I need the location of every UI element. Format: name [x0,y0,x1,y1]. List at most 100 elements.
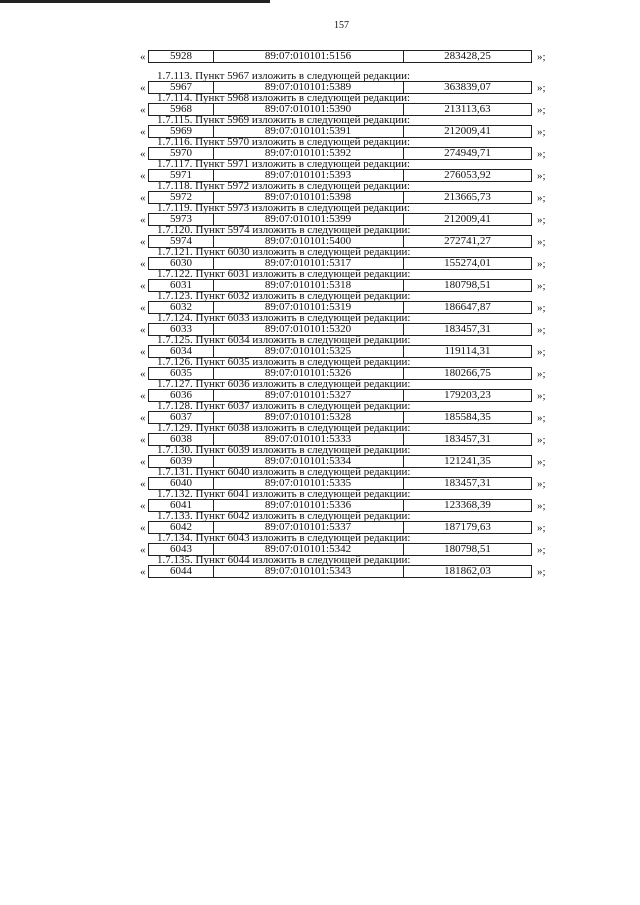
value-cell: 213665,73 [444,191,491,203]
value-cell: 155274,01 [444,257,491,269]
table-row: 6042 89:07:010101:5337 187179,63 [148,521,532,534]
table-row: 6035 89:07:010101:5326 180266,75 [148,367,532,380]
value-cell: 180798,51 [444,543,491,555]
amendment-heading: 1.7.114. Пункт 5968 изложить в следующей… [157,92,411,104]
cadastral-number-cell: 89:07:010101:5392 [213,148,404,159]
open-quote: « [140,456,146,468]
amendment-heading: 1.7.122. Пункт 6031 изложить в следующей… [157,268,411,280]
value-cell: 119114,31 [444,345,491,357]
amendment-heading: 1.7.131. Пункт 6040 изложить в следующей… [157,466,411,478]
close-quote: »; [537,412,546,424]
amendment-item: 1.7.122. Пункт 6031 изложить в следующей… [0,268,640,292]
close-quote: »; [537,258,546,270]
table-row: 5967 89:07:010101:5389 363839,07 [148,81,532,94]
item-number-cell: 6033 [149,324,214,335]
open-quote: « [140,478,146,490]
open-quote: « [140,434,146,446]
amendment-item: 1.7.113. Пункт 5967 изложить в следующей… [0,70,640,94]
item-number-cell: 6035 [149,368,214,379]
open-quote: « [140,148,146,160]
amendment-heading: 1.7.120. Пункт 5974 изложить в следующей… [157,224,411,236]
open-quote: « [140,192,146,204]
table-row: 5970 89:07:010101:5392 274949,71 [148,147,532,160]
amendment-item: 1.7.133. Пункт 6042 изложить в следующей… [0,510,640,534]
table-row: 6038 89:07:010101:5333 183457,31 [148,433,532,446]
open-quote: « [140,236,146,248]
table-row: 6036 89:07:010101:5327 179203,23 [148,389,532,402]
cadastral-number-cell: 89:07:010101:5393 [213,170,404,181]
cadastral-number-cell: 89:07:010101:5333 [213,434,404,445]
amendment-item: 1.7.121. Пункт 6030 изложить в следующей… [0,246,640,270]
table-row: 5972 89:07:010101:5398 213665,73 [148,191,532,204]
table-row: 6039 89:07:010101:5334 121241,35 [148,455,532,468]
open-quote: « [140,82,146,94]
close-quote: »; [537,456,546,468]
amendment-heading: 1.7.134. Пункт 6043 изложить в следующей… [157,532,411,544]
cadastral-number-cell: 89:07:010101:5319 [213,302,404,313]
value-cell: 186647,87 [444,301,491,313]
close-quote: »; [537,51,546,63]
item-number-cell: 6031 [149,280,214,291]
amendment-heading: 1.7.115. Пункт 5969 изложить в следующей… [157,114,411,126]
item-number-cell: 5972 [149,192,214,203]
table-row: 5974 89:07:010101:5400 272741,27 [148,235,532,248]
amendment-heading: 1.7.124. Пункт 6033 изложить в следующей… [157,312,411,324]
cadastral-number-cell: 89:07:010101:5342 [213,544,404,555]
cadastral-number-cell: 89:07:010101:5320 [213,324,404,335]
close-quote: »; [537,544,546,556]
item-number-cell: 6042 [149,522,214,533]
item-number-cell: 5973 [149,214,214,225]
item-number-cell: 5971 [149,170,214,181]
amendment-heading: 1.7.133. Пункт 6042 изложить в следующей… [157,510,411,522]
close-quote: »; [537,192,546,204]
amendment-heading: 1.7.121. Пункт 6030 изложить в следующей… [157,246,411,258]
open-quote: « [140,302,146,314]
close-quote: »; [537,148,546,160]
table-row: 6034 89:07:010101:5325 119114,31 [148,345,532,358]
table-row: 6041 89:07:010101:5336 123368,39 [148,499,532,512]
table-row: 6031 89:07:010101:5318 180798,51 [148,279,532,292]
close-quote: »; [537,214,546,226]
item-number-cell: 5967 [149,82,214,93]
table-row: 6044 89:07:010101:5343 181862,03 [148,565,532,578]
cadastral-number-cell: 89:07:010101:5156 [213,51,404,62]
amendment-item: 1.7.120. Пункт 5974 изложить в следующей… [0,224,640,248]
amendment-item: 1.7.129. Пункт 6038 изложить в следующей… [0,423,640,446]
amendment-heading: 1.7.113. Пункт 5967 изложить в следующей… [157,70,411,82]
value-cell: 283428,25 [444,50,491,62]
cadastral-number-cell: 89:07:010101:5400 [213,236,404,247]
amendment-item: 1.7.123. Пункт 6032 изложить в следующей… [0,291,640,314]
amendment-heading: 1.7.116. Пункт 5970 изложить в следующей… [157,136,411,148]
amendment-heading: 1.7.125. Пункт 6034 изложить в следующей… [157,334,411,346]
cadastral-number-cell: 89:07:010101:5335 [213,478,404,489]
amendment-heading: 1.7.130. Пункт 6039 изложить в следующей… [157,444,411,456]
table-row: 5969 89:07:010101:5391 212009,41 [148,125,532,138]
open-quote: « [140,126,146,138]
item-number-cell: 5970 [149,148,214,159]
value-cell: 183457,31 [444,323,491,335]
cadastral-number-cell: 89:07:010101:5398 [213,192,404,203]
cadastral-number-cell: 89:07:010101:5328 [213,412,404,423]
table-row: 6032 89:07:010101:5319 186647,87 [148,301,532,314]
cadastral-number-cell: 89:07:010101:5318 [213,280,404,291]
close-quote: »; [537,566,546,578]
cadastral-number-cell: 89:07:010101:5391 [213,126,404,137]
amendment-item: 1.7.125. Пункт 6034 изложить в следующей… [0,334,640,358]
close-quote: »; [537,302,546,314]
item-number-cell: 6044 [149,566,214,577]
value-cell: 180266,75 [444,367,491,379]
item-number-cell: 6043 [149,544,214,555]
value-cell: 212009,41 [444,213,491,225]
table-row: 6040 89:07:010101:5335 183457,31 [148,477,532,490]
page-number: 157 [334,20,349,31]
cadastral-number-cell: 89:07:010101:5327 [213,390,404,401]
table-row: 5968 89:07:010101:5390 213113,63 [148,103,532,116]
cadastral-number-cell: 89:07:010101:5326 [213,368,404,379]
item-number-cell: 5974 [149,236,214,247]
amendment-item: 1.7.124. Пункт 6033 изложить в следующей… [0,312,640,336]
table-row: 5971 89:07:010101:5393 276053,92 [148,169,532,182]
value-cell: 183457,31 [444,477,491,489]
open-quote: « [140,104,146,116]
value-cell: 121241,35 [444,455,491,467]
close-quote: »; [537,126,546,138]
